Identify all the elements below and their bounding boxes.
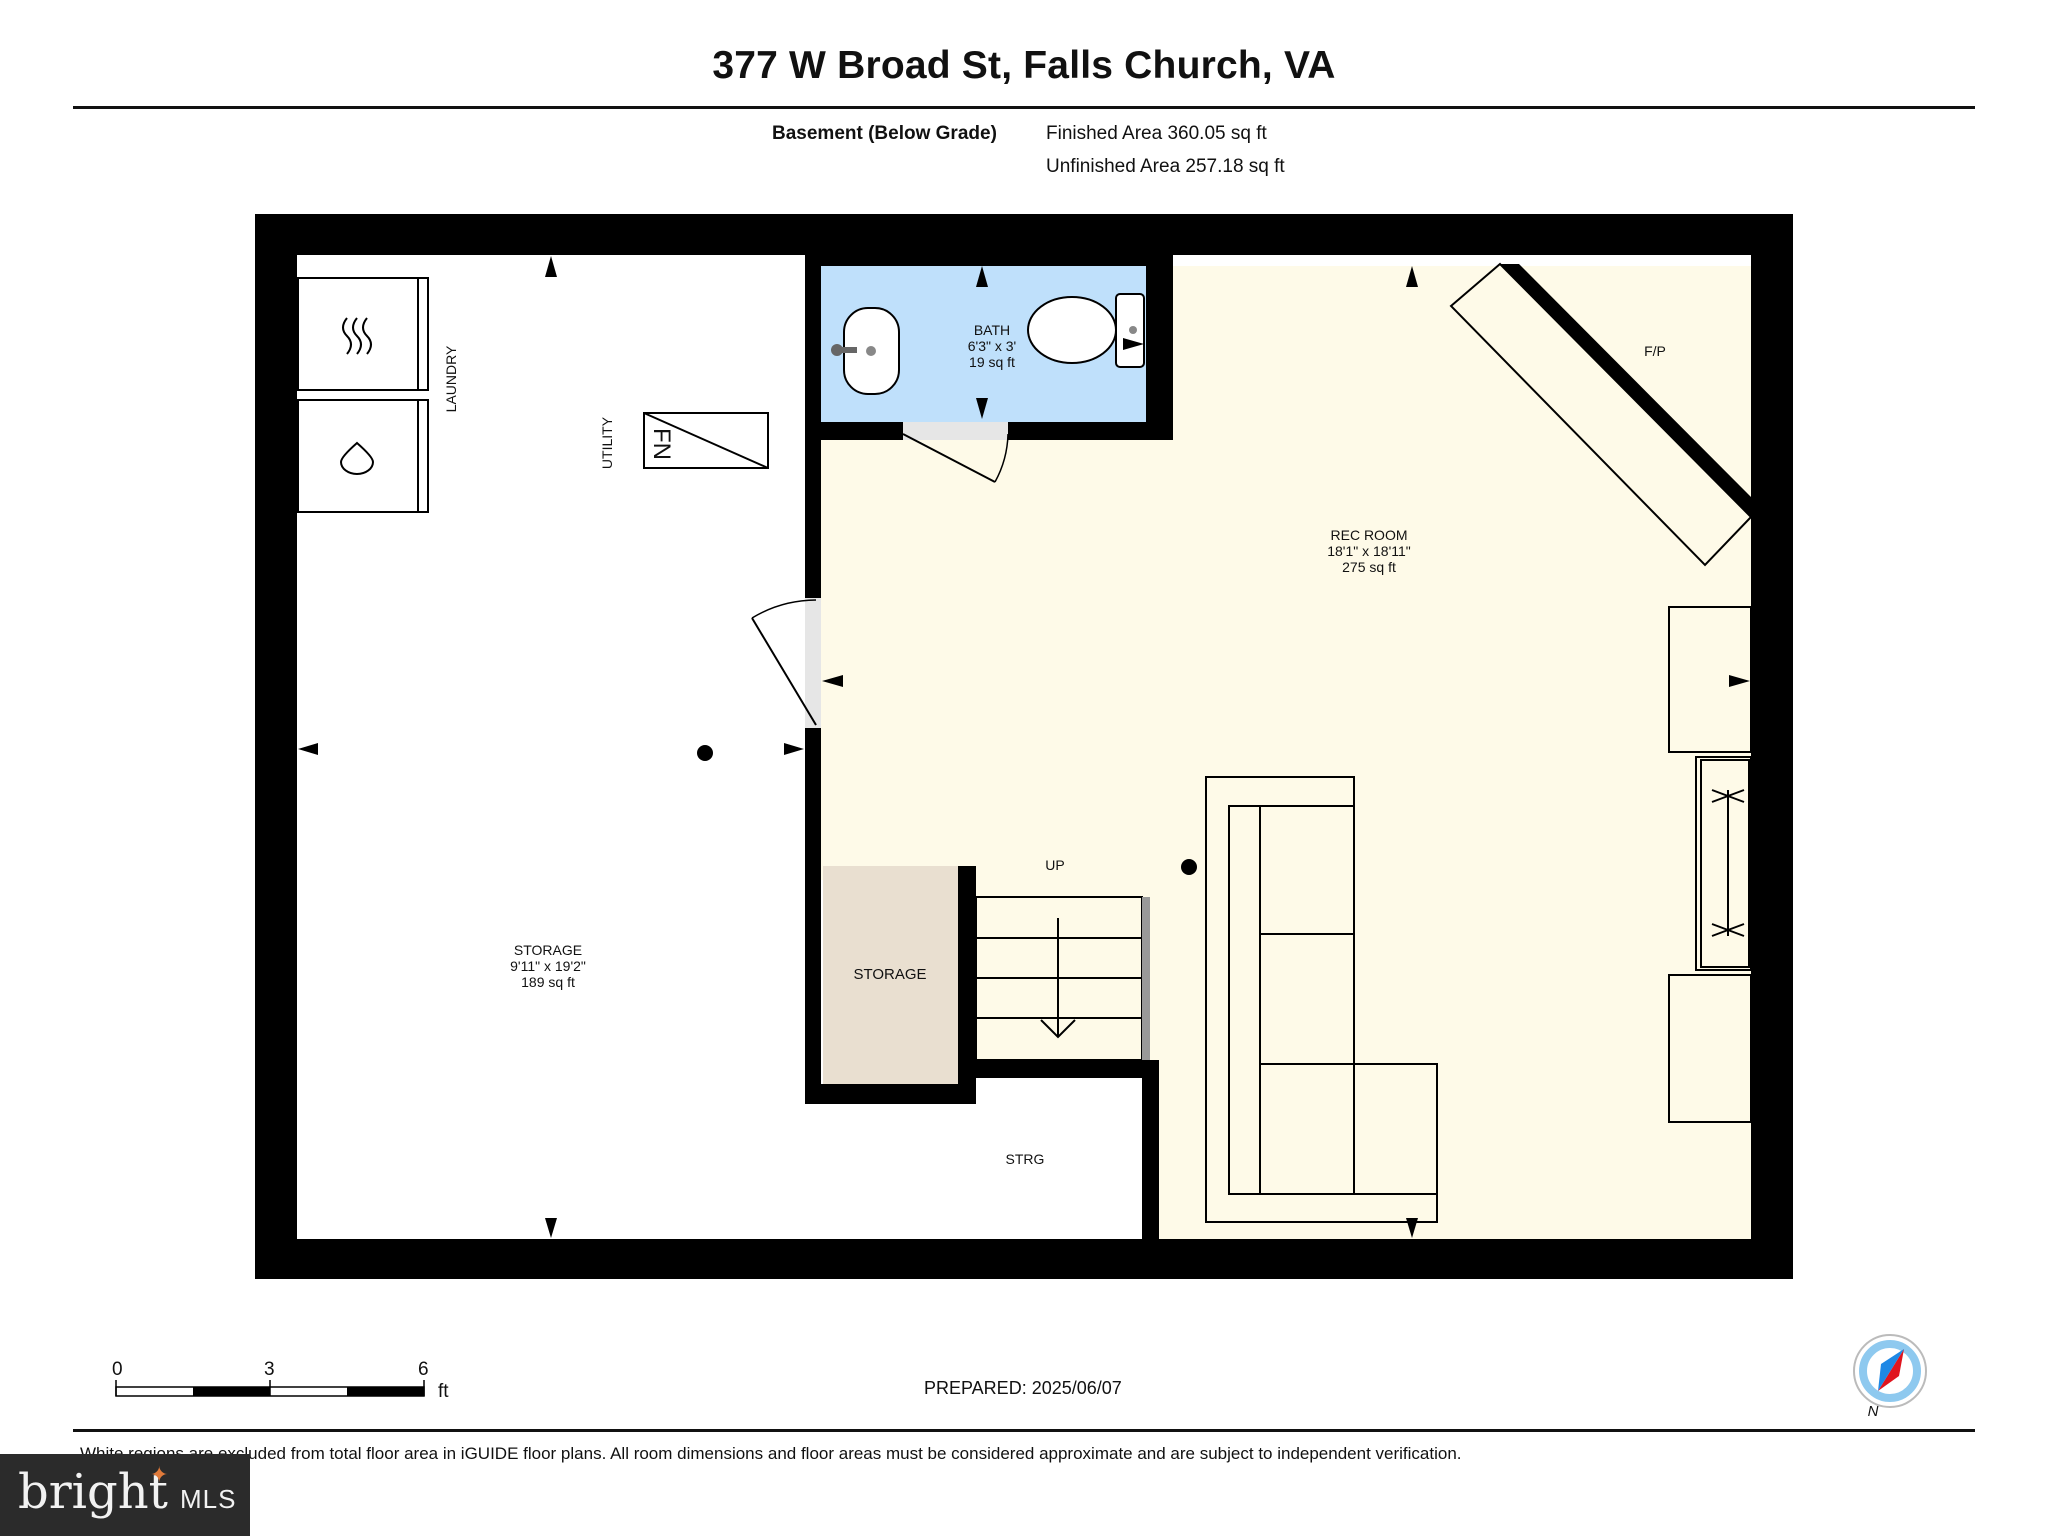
unfinished-area: Unfinished Area 257.18 sq ft: [1046, 156, 1285, 177]
scale-unit: ft: [438, 1381, 449, 1402]
rec-room-label: REC ROOM 18'1" x 18'11" 275 sq ft: [1327, 527, 1411, 575]
header-rule: [73, 106, 1975, 109]
storage-main-fill: [297, 255, 805, 1239]
bright-mls-logo: bright ✦ MLS: [0, 1454, 250, 1536]
laundry-label: LAUNDRY: [443, 345, 459, 413]
bath-label: BATH 6'3" x 3' 19 sq ft: [967, 322, 1017, 370]
scale-tick-6: 6: [418, 1359, 429, 1380]
bath-door: [902, 422, 1009, 483]
stairs-up-label: UP: [1045, 857, 1065, 873]
sectional-sofa: [1205, 776, 1438, 1223]
furnace-label: FN: [648, 428, 675, 460]
water-drop-icon: [339, 441, 375, 475]
disclaimer: White regions are excluded from total fl…: [80, 1444, 1462, 1463]
dryer-icon: [342, 317, 372, 355]
storage-small-fill: [823, 866, 958, 1084]
support-post: [1181, 859, 1197, 875]
storage-door: [751, 598, 821, 728]
scale-tick-0: 0: [112, 1359, 123, 1380]
utility-label: UTILITY: [599, 416, 615, 470]
laundry-appliances: [297, 277, 429, 513]
fireplace-label: F/P: [1644, 343, 1666, 359]
compass-icon: [1853, 1334, 1927, 1408]
view-arrows: [298, 256, 1750, 1238]
storage-small-label: STORAGE: [853, 966, 927, 983]
level-name: Basement (Below Grade): [772, 123, 997, 144]
footer-rule: [73, 1429, 1975, 1432]
support-post: [697, 745, 713, 761]
finished-area: Finished Area 360.05 sq ft: [1046, 123, 1267, 144]
rec-room-fill: [821, 266, 1751, 1239]
exterior-walls: [255, 214, 1793, 1279]
right-wall-cabinets: [1668, 606, 1752, 1123]
scale-tick-3: 3: [264, 1359, 275, 1380]
property-address: 377 W Broad St, Falls Church, VA: [712, 44, 1336, 87]
compass-north-label: N: [1867, 1403, 1879, 1420]
interior-walls: [805, 255, 1173, 1240]
spark-icon: ✦: [150, 1462, 169, 1487]
sink-faucet-icon: [831, 326, 1137, 356]
stair-rail: [1142, 897, 1150, 1060]
scale-bar: [115, 1380, 425, 1397]
strg-label: STRG: [1005, 1151, 1045, 1167]
storage-main-label: STORAGE 9'11" x 19'2" 189 sq ft: [510, 942, 586, 990]
prepared-date: PREPARED: 2025/06/07: [924, 1378, 1122, 1398]
furnace-box: [643, 412, 769, 469]
fireplace: [1449, 262, 1753, 567]
